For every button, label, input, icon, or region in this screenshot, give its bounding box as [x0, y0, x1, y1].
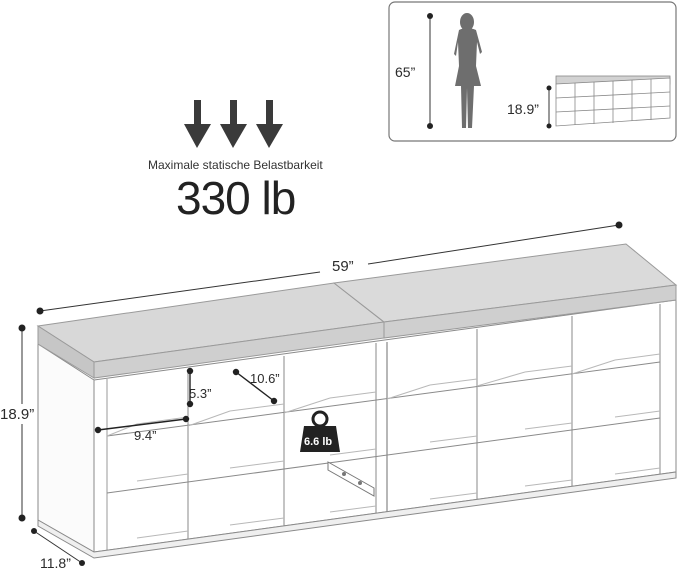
compartment-height-label: 5.3” — [189, 386, 211, 401]
scale-inset: 65” 18.9” — [388, 1, 677, 142]
compartment-depth-label: 10.6” — [250, 371, 280, 386]
shelf-load-label: 6.6 lb — [304, 436, 332, 448]
load-caption: Maximale statische Belastbarkeit — [148, 158, 323, 172]
down-arrows-icon — [184, 100, 283, 148]
depth-label: 11.8” — [40, 555, 71, 571]
mini-bench — [555, 75, 671, 127]
weight-icon — [300, 410, 340, 452]
depth-dimension: 11.8” — [31, 528, 85, 571]
person-height-label: 65” — [395, 64, 416, 80]
width-label: 59” — [332, 258, 354, 275]
load-value: 330 lb — [176, 172, 296, 224]
compartment-width-label: 9.4” — [134, 428, 156, 443]
seat-cushions — [36, 243, 678, 379]
compartment-dimensions — [94, 367, 278, 434]
person-silhouette — [454, 13, 482, 128]
shoe-bench — [37, 299, 677, 559]
width-dimension: 59” — [36, 221, 623, 315]
bench-height-label: 18.9” — [507, 101, 539, 117]
height-dimension: 18.9” — [0, 324, 36, 522]
height-label: 18.9” — [0, 406, 34, 423]
slide-hardware — [327, 461, 375, 497]
